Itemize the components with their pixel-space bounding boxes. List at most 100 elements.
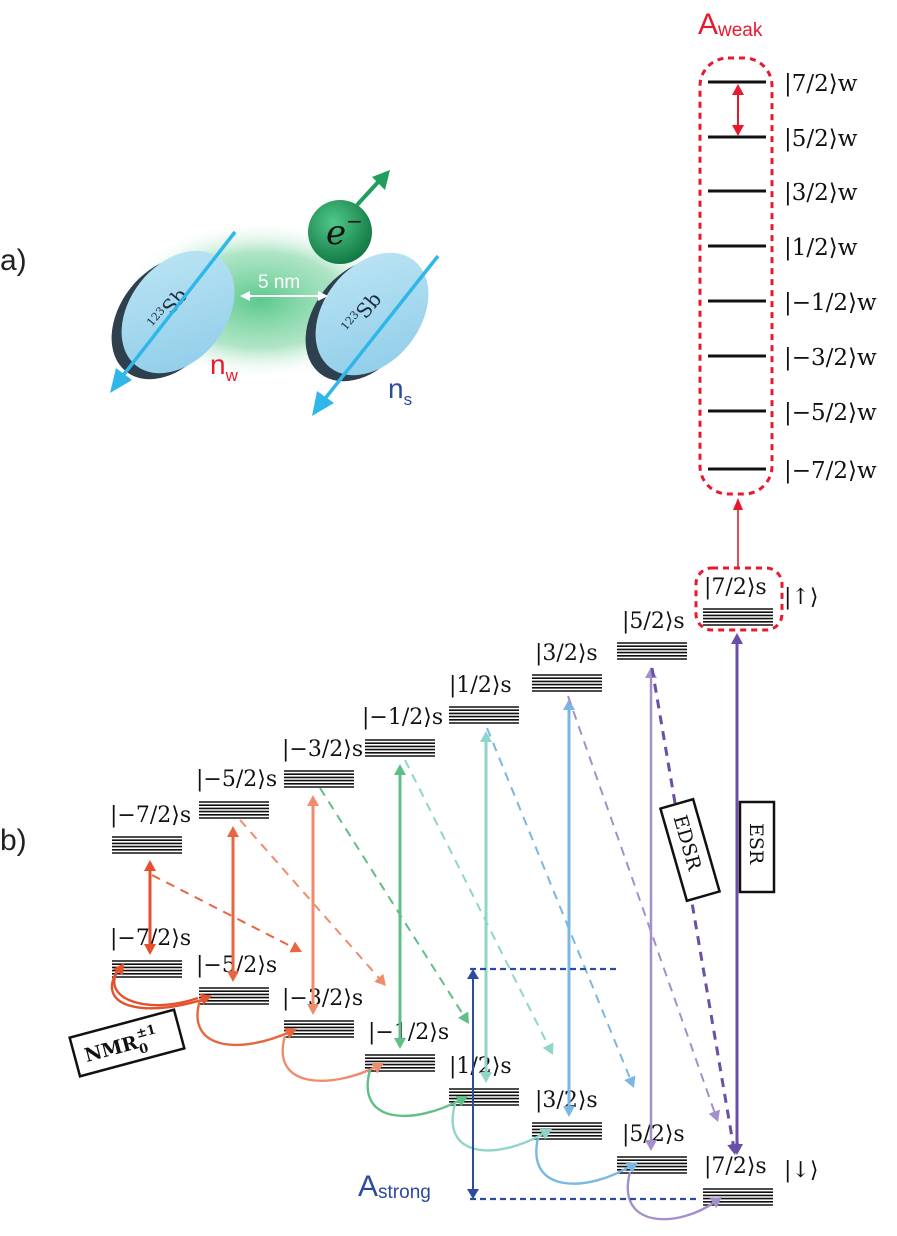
arrowhead — [563, 1106, 575, 1117]
weak-level-label: |−1/2⟩w — [784, 290, 877, 316]
transition-dashed-arrow — [239, 819, 381, 980]
strong-upper-level — [617, 642, 687, 660]
nmr-curved-arrow — [366, 1069, 463, 1118]
arrowhead — [289, 941, 302, 953]
arrowhead — [727, 1143, 740, 1155]
strong-upper-label: |−7/2⟩s — [110, 803, 191, 828]
arrowhead — [307, 795, 319, 806]
strong-lower-label: |7/2⟩s — [704, 1154, 767, 1179]
nmr-curved-arrow — [113, 969, 199, 1007]
distance-label: 5 nm — [258, 272, 300, 293]
arrowhead — [455, 1096, 468, 1107]
transition-dashed-arrow — [404, 759, 550, 1048]
nmr-curved-arrow — [281, 1035, 379, 1082]
n-strong-label: ns — [388, 373, 412, 409]
arrowhead — [563, 699, 575, 710]
arrowhead — [144, 944, 156, 955]
nmr-curved-arrow — [451, 1103, 547, 1152]
weak-level-label: |5/2⟩w — [784, 126, 858, 152]
transition-dashed-arrow — [319, 787, 466, 1017]
arrowhead — [645, 1140, 657, 1151]
arrowhead — [113, 963, 124, 976]
strong-lower-label: |−1/2⟩s — [368, 1020, 449, 1045]
strong-upper-level — [199, 801, 269, 819]
strong-upper-level — [703, 608, 773, 626]
arrowhead — [542, 1042, 554, 1055]
transition-dashed-arrow — [486, 727, 632, 1081]
top-level-dashed-box — [694, 566, 784, 632]
weak-ladder: Aweak |7/2⟩w |5/2⟩w |3/2⟩w |1/2⟩w |−1/2⟩w |−3… — [694, 8, 877, 632]
nucleus-strong-spin-axis — [318, 254, 440, 407]
arrowhead — [394, 764, 406, 775]
arrowhead — [394, 1038, 406, 1049]
weak-level-label: |−7/2⟩w — [784, 458, 877, 484]
strong-upper-level — [532, 674, 602, 692]
weak-level-label: |3/2⟩w — [784, 180, 858, 206]
arrowhead — [731, 633, 743, 644]
weak-link-arrowhead — [733, 498, 743, 510]
spin-down-label: |↓⟩ — [784, 1158, 818, 1183]
arrowhead — [144, 860, 156, 871]
strong-upper-label: |−5/2⟩s — [196, 767, 277, 792]
strong-upper-label: |−1/2⟩s — [362, 705, 443, 730]
transition-dashed-arrow — [650, 667, 735, 1147]
strong-upper-label: |7/2⟩s — [704, 575, 767, 600]
nucleus-weak-spin-axis — [116, 230, 237, 384]
a-weak-title: Aweak — [698, 8, 763, 41]
arrowhead — [371, 1063, 384, 1074]
weak-level-label: |7/2⟩w — [784, 71, 858, 97]
nmr-curved-arrow — [626, 1171, 717, 1221]
distance-arrowhead-right — [318, 291, 328, 301]
weak-splitting-arrowhead-bottom — [732, 125, 744, 136]
arrowhead — [539, 1129, 552, 1140]
strong-lower-label: |1/2⟩s — [449, 1054, 512, 1079]
weak-ladder-dashed-box — [698, 56, 774, 496]
strong-lower-label: |−3/2⟩s — [282, 986, 363, 1011]
arrowhead — [708, 1109, 721, 1122]
arrowhead — [480, 731, 492, 742]
strong-upper-label: |5/2⟩s — [622, 609, 685, 634]
strong-upper-level — [284, 770, 354, 788]
esr-label-box: ESR — [738, 800, 776, 894]
arrowhead — [709, 1197, 722, 1209]
weak-level-label: |−3/2⟩w — [784, 345, 877, 371]
arrowhead — [227, 826, 239, 837]
strong-upper-label: |1/2⟩s — [449, 673, 512, 698]
electron-ball — [308, 200, 372, 264]
a-strong-label: Astrong — [358, 1170, 431, 1203]
nucleus-weak-spin-arrowhead — [110, 368, 132, 393]
strong-upper-label: |3/2⟩s — [535, 641, 598, 666]
strong-lower-level — [199, 987, 269, 1005]
weak-splitting-arrowhead-top — [732, 84, 744, 95]
arrowhead — [480, 1072, 492, 1083]
electron-spin-arrow — [355, 178, 382, 207]
arrowhead — [199, 993, 212, 1005]
electron-spin-arrowhead — [372, 170, 390, 190]
weak-levels: |7/2⟩w |5/2⟩w |3/2⟩w |1/2⟩w |−1/2⟩w |−3/2⟩w |−… — [708, 71, 877, 484]
strong-levels: |−7/2⟩s|−5/2⟩s|−3/2⟩s|−1/2⟩s|1/2⟩s|3/2⟩s… — [110, 575, 773, 1206]
nucleus-strong-disc: 123Sb — [305, 252, 429, 382]
nucleus-strong-spin-arrowhead — [312, 391, 334, 416]
svg-text:ESR: ESR — [745, 823, 767, 865]
molecule-illustration: 123Sb 123Sb 5 nm e− nw ns — [110, 170, 440, 416]
panel-label-a: a) — [0, 244, 27, 277]
distance-arrowhead-left — [240, 291, 250, 301]
edsr-label-box: EDSR — [658, 797, 722, 903]
transition-arrows — [144, 633, 743, 1155]
arrowhead — [307, 1004, 319, 1015]
nmr-curved-arrow — [110, 969, 209, 1010]
nmr-curved-arrow — [196, 999, 293, 1047]
arrowhead — [227, 971, 239, 982]
spin-up-label: |↑⟩ — [784, 585, 818, 610]
weak-level-label: |−5/2⟩w — [784, 400, 877, 426]
arrowhead — [374, 973, 386, 986]
panel-label-b: b) — [0, 824, 27, 857]
strong-upper-label: |−3/2⟩s — [282, 737, 363, 762]
a-strong-marker: Astrong — [358, 967, 700, 1203]
nmr-label-box: NMR0±1 — [68, 1008, 186, 1078]
strong-upper-level — [449, 706, 519, 724]
arrowhead — [625, 1162, 638, 1174]
arrowhead — [624, 1075, 636, 1088]
weak-level-label: |1/2⟩w — [784, 235, 858, 261]
